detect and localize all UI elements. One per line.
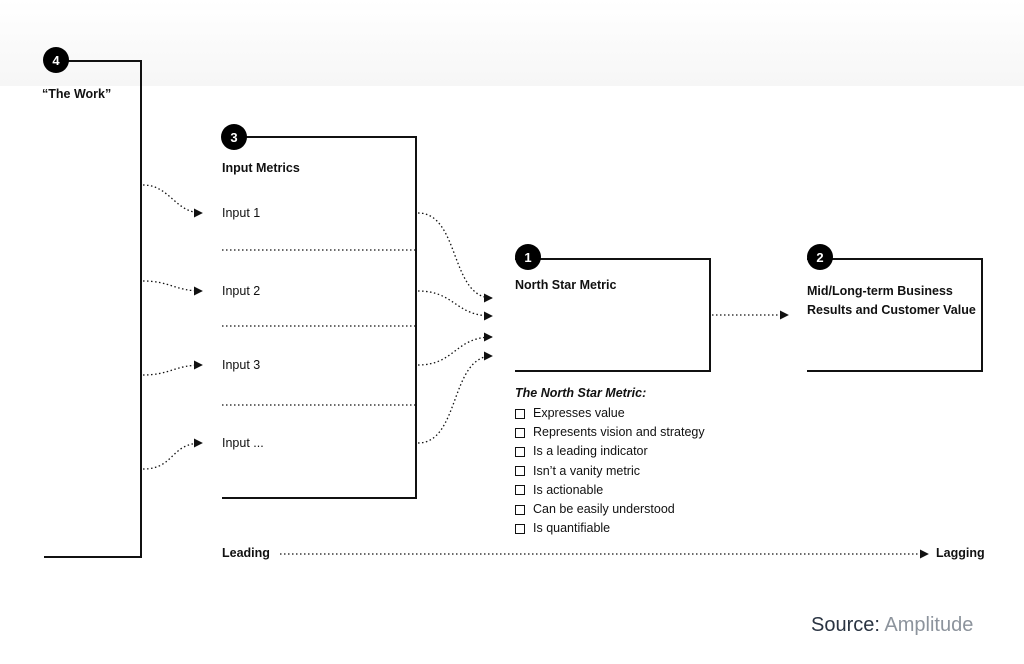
work-bracket <box>44 60 142 558</box>
checklist-item: Is actionable <box>515 481 705 500</box>
north-star-checklist: Expresses value Represents vision and st… <box>515 404 705 538</box>
work-to-input-2-arrow <box>142 280 203 296</box>
north-star-checklist-title: The North Star Metric: <box>515 386 647 400</box>
input-4-label: Input ... <box>222 436 264 450</box>
checkbox-icon <box>515 485 525 496</box>
input-2-label: Input 2 <box>222 284 261 298</box>
work-to-input-1-arrow <box>142 184 203 218</box>
work-label: “The Work” <box>42 87 112 101</box>
results-box <box>807 258 983 372</box>
input-1-to-nsm-arrow <box>417 212 493 303</box>
step-2-badge: 2 <box>807 244 833 270</box>
checkbox-icon <box>515 466 525 477</box>
checklist-item: Can be easily understood <box>515 500 705 519</box>
source-brand: Amplitude <box>884 614 974 636</box>
checkbox-icon <box>515 504 525 515</box>
source-credit: Source: Amplitude <box>811 614 973 637</box>
input-bracket <box>222 136 417 499</box>
north-star-title: North Star Metric <box>515 278 617 292</box>
input-4-to-nsm-arrow <box>417 351 493 444</box>
results-title-line-1: Mid/Long-term Business <box>807 284 953 298</box>
step-1-badge: 1 <box>515 244 541 270</box>
header-band <box>0 0 1024 86</box>
results-title-line-2: Results and Customer Value <box>807 303 976 317</box>
input-3-to-nsm-arrow <box>417 332 493 366</box>
work-to-input-4-arrow <box>142 438 203 470</box>
input-1-label: Input 1 <box>222 206 261 220</box>
input-3-label: Input 3 <box>222 358 261 372</box>
checkbox-icon <box>515 408 525 419</box>
input-2-to-nsm-arrow <box>417 290 493 321</box>
checklist-item: Is a leading indicator <box>515 442 705 461</box>
input-metrics-title: Input Metrics <box>222 161 300 175</box>
checkbox-icon <box>515 523 525 534</box>
checklist-item: Represents vision and strategy <box>515 423 705 442</box>
work-to-input-3-arrow <box>142 360 203 376</box>
checkbox-icon <box>515 427 525 438</box>
north-star-box <box>515 258 711 372</box>
checklist-item: Is quantifiable <box>515 519 705 538</box>
source-prefix: Source: <box>811 614 880 636</box>
leading-label: Leading <box>222 546 270 560</box>
checklist-item: Expresses value <box>515 404 705 423</box>
step-4-badge: 4 <box>43 47 69 73</box>
checkbox-icon <box>515 446 525 457</box>
checklist-item: Isn’t a vanity metric <box>515 462 705 481</box>
lagging-label: Lagging <box>936 546 985 560</box>
step-3-badge: 3 <box>221 124 247 150</box>
